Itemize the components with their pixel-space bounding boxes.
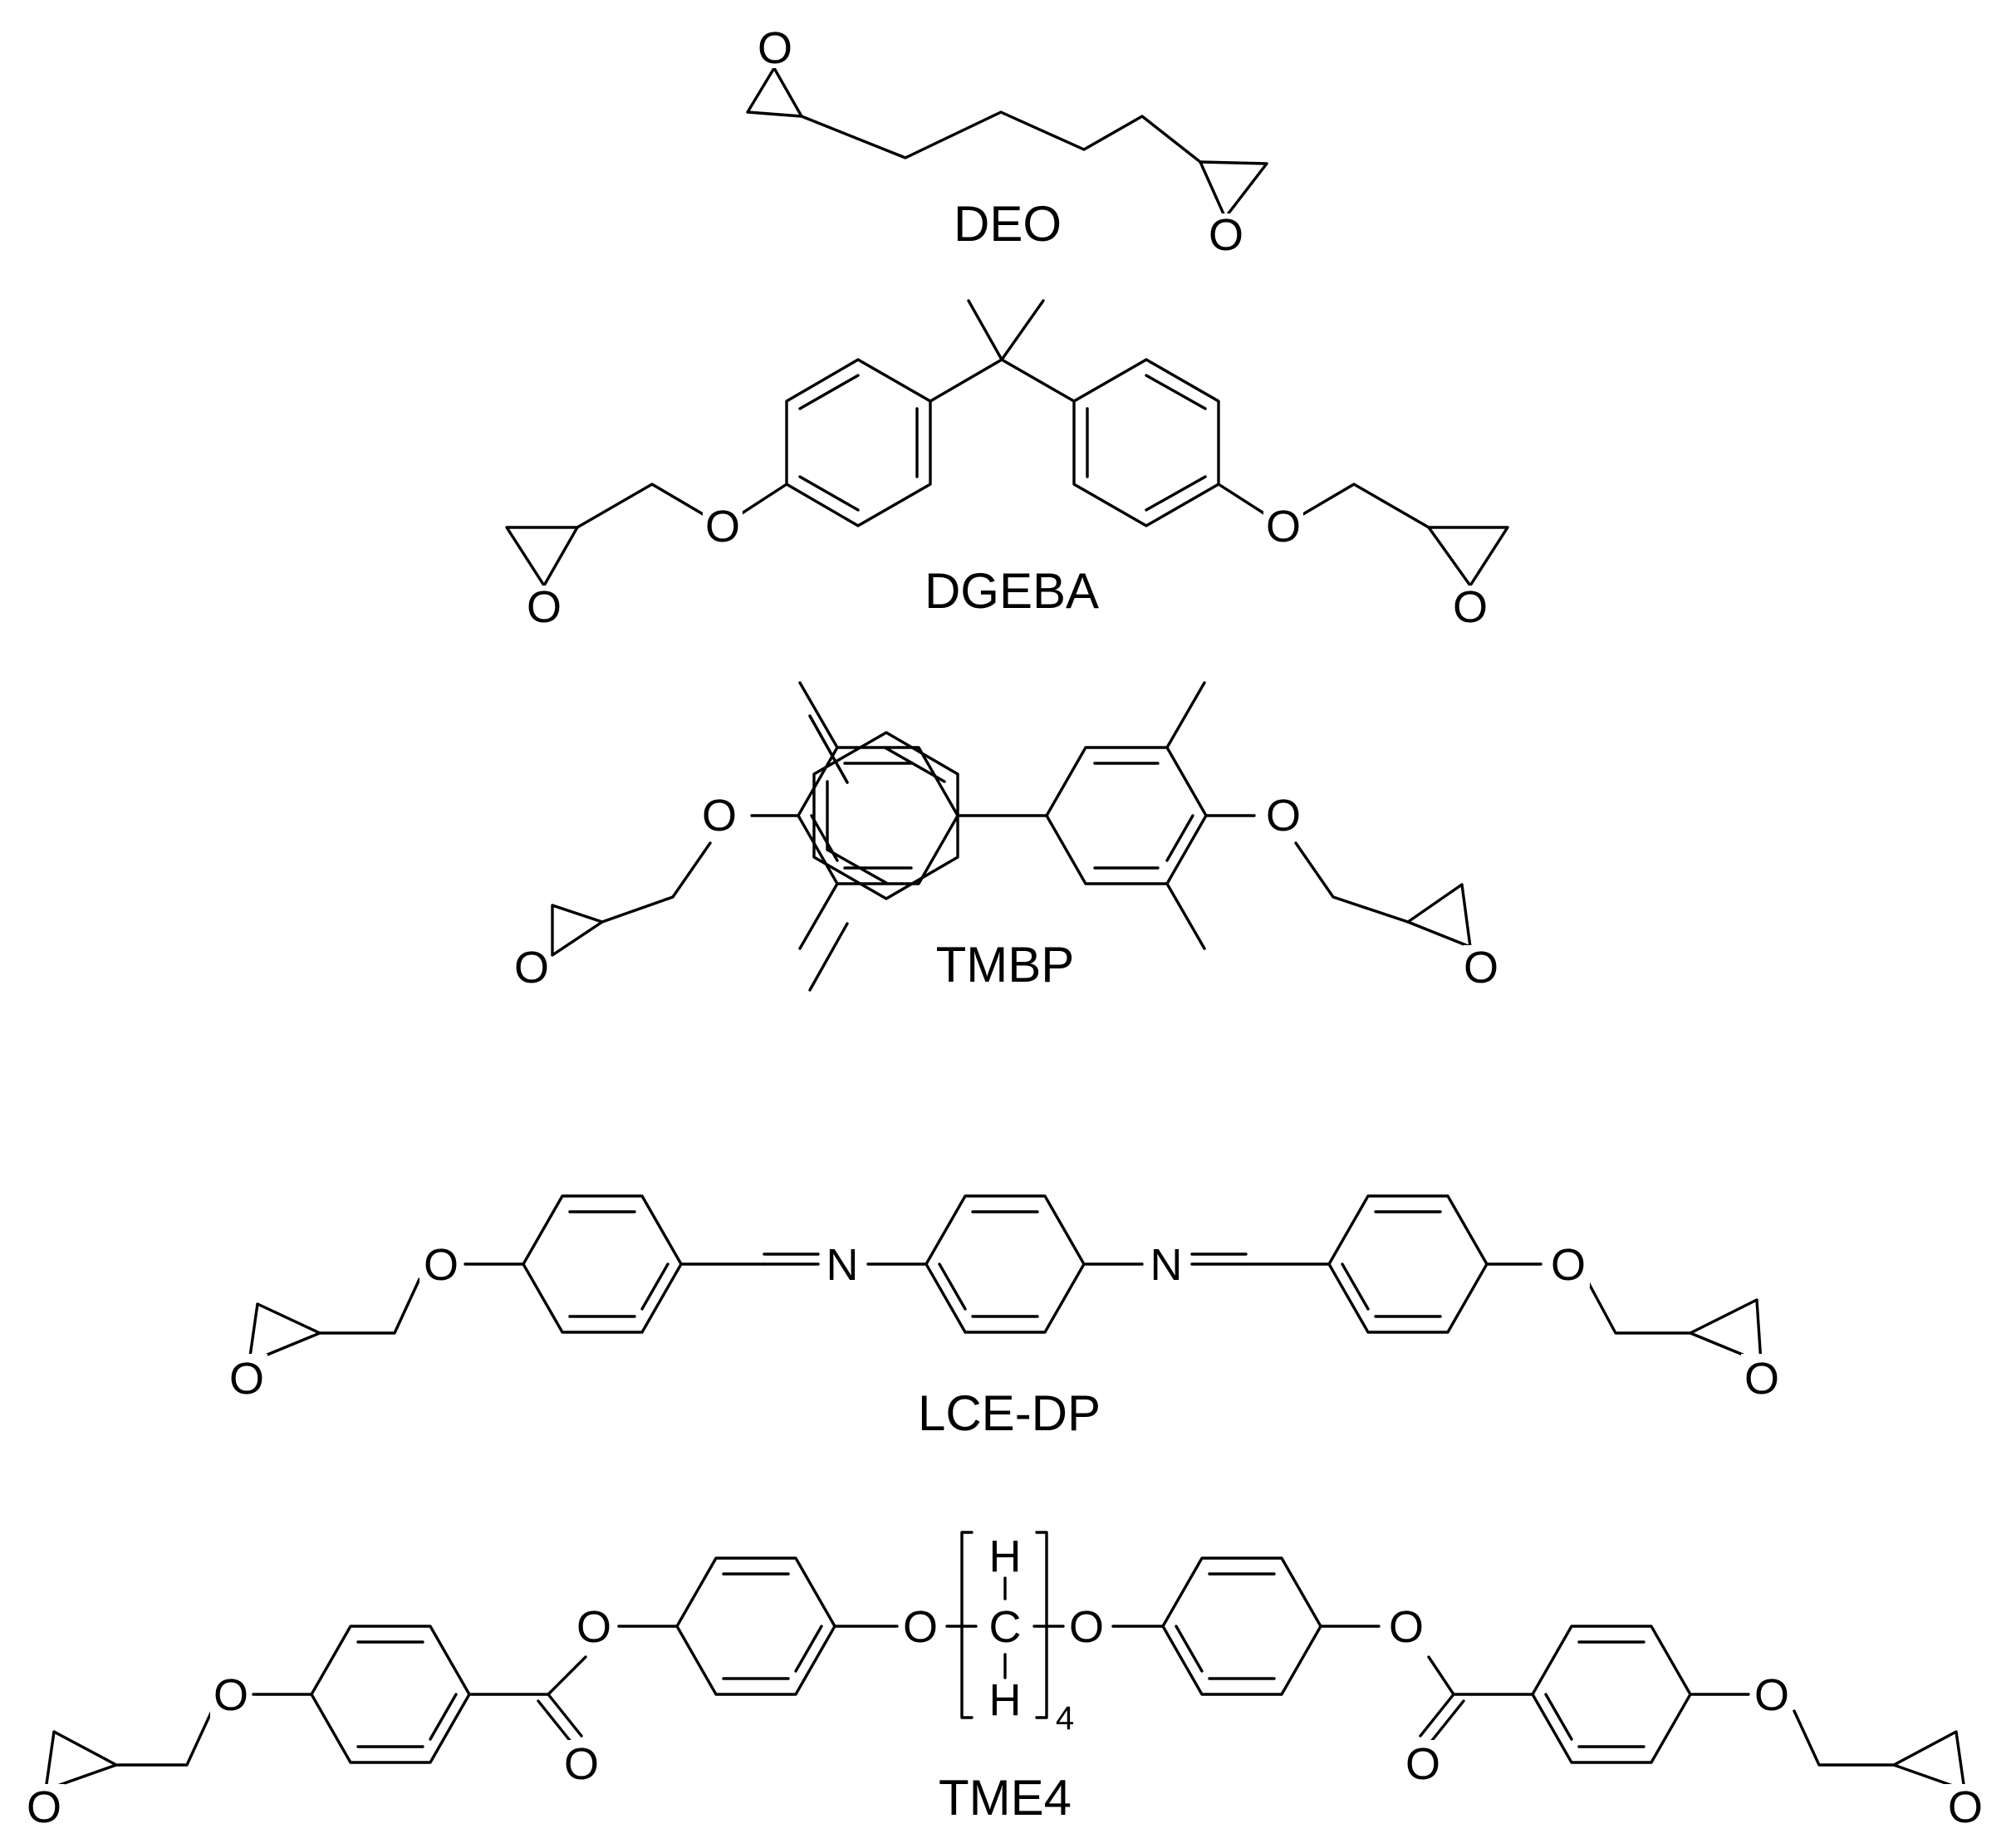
repeat-subscript: 4 — [1056, 1700, 1074, 1737]
atom-oxygen: O — [424, 1240, 459, 1290]
molecule-name-tmbp: TMBP — [936, 937, 1075, 993]
atom-oxygen: O — [702, 791, 737, 841]
atom-oxygen: O — [1453, 582, 1488, 632]
atom-nitrogen: N — [1150, 1240, 1183, 1290]
molecule-lcedp: O O O O N N LCE-DP — [226, 1194, 1783, 1441]
molecule-name-deo: DEO — [954, 196, 1062, 252]
molecule-tme4: O O O O O O O O O O H C H 4 TME4 — [23, 1531, 1986, 1832]
molecule-name-lcedp: LCE-DP — [918, 1385, 1101, 1441]
atom-nitrogen: N — [826, 1240, 859, 1290]
atom-oxygen: O — [27, 1782, 61, 1832]
atom-hydrogen: H — [989, 1675, 1022, 1725]
atom-oxygen: O — [1948, 1782, 1983, 1832]
atom-oxygen: O — [1266, 791, 1301, 841]
atom-oxygen: O — [1266, 502, 1301, 551]
atom-oxygen: O — [1744, 1354, 1779, 1404]
molecule-tmbp: O O O O TMBP — [514, 681, 1498, 993]
atom-oxygen: O — [213, 1670, 248, 1720]
atom-hydrogen: H — [989, 1532, 1022, 1581]
molecule-deo: O O DEO — [746, 23, 1268, 260]
atom-oxygen: O — [1464, 943, 1498, 993]
atom-oxygen: O — [758, 23, 792, 73]
atom-oxygen: O — [1209, 210, 1243, 260]
atom-oxygen: O — [705, 502, 740, 551]
atom-oxygen: O — [1405, 1739, 1440, 1789]
atom-oxygen: O — [527, 582, 562, 632]
atom-oxygen: O — [514, 943, 549, 993]
atom-oxygen: O — [903, 1602, 938, 1652]
molecule-name-dgeba: DGEBA — [924, 563, 1099, 619]
atom-oxygen: O — [576, 1602, 611, 1652]
atom-oxygen: O — [1389, 1602, 1424, 1652]
molecule-dgeba: O O O O DGEBA — [505, 299, 1509, 632]
atom-carbon: C — [989, 1602, 1022, 1652]
atom-oxygen: O — [1754, 1670, 1789, 1720]
atom-oxygen: O — [1551, 1240, 1586, 1290]
atom-oxygen: O — [229, 1354, 264, 1404]
atom-oxygen: O — [1069, 1602, 1104, 1652]
molecule-name-tme4: TME4 — [939, 1770, 1072, 1826]
atom-oxygen: O — [564, 1739, 599, 1789]
